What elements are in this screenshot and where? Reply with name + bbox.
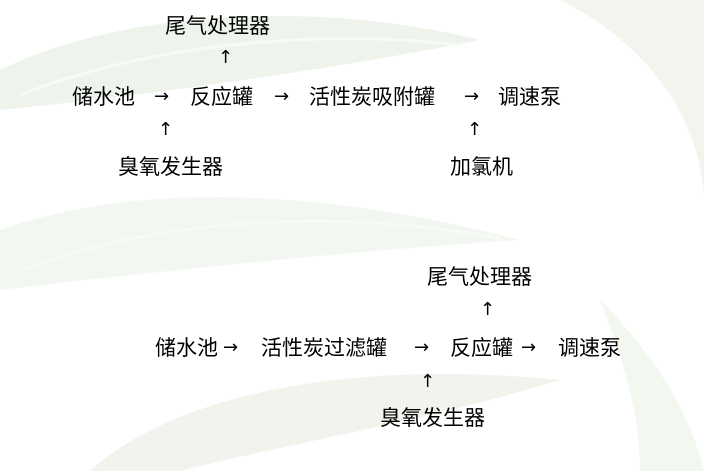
flow-a-arrow-right-3: → [464,86,480,107]
flow-b-reactor-tank: 反应罐 [450,336,513,360]
flow-a-arrow-right-2: → [274,86,290,107]
flow-b-ozone-generator: 臭氧发生器 [380,406,485,430]
flow-a-chlorinator: 加氯机 [450,155,513,179]
bg-leaf-shape [90,374,560,471]
bg-leaf-vein [19,37,461,97]
flow-b-arrow-up-ozone: ↑ [420,371,436,392]
flow-a-storage-tank: 储水池 [72,85,135,109]
flow-b-arrow-right-1: → [223,337,239,358]
flow-a-ozone-generator: 臭氧发生器 [118,155,223,179]
flow-b-arrow-right-2: → [414,337,430,358]
bg-leaf-shape [560,0,704,200]
flow-b-storage-tank: 储水池 [155,336,218,360]
flow-b-exhaust-treater: 尾气处理器 [427,265,532,289]
flow-b-arrow-right-3: → [521,337,537,358]
flow-a-arrow-up-ozone: ↑ [158,119,174,140]
flow-a-carbon-adsorption-tank: 活性炭吸附罐 [309,85,435,109]
bg-leaf-vein [19,219,501,272]
bg-leaf-shape [0,197,520,290]
flow-a-arrow-up-exhaust: ↑ [218,47,234,68]
flow-b-arrow-up-exhaust: ↑ [480,299,496,320]
flow-a-arrow-right-1: → [154,86,170,107]
flow-a-variable-speed-pump: 调速泵 [498,85,561,109]
flow-b-variable-speed-pump: 调速泵 [558,336,621,360]
flow-a-reactor-tank: 反应罐 [190,85,253,109]
flow-b-carbon-filter-tank: 活性炭过滤罐 [261,336,387,360]
flow-a-arrow-up-chlorinator: ↑ [467,119,483,140]
bg-leaf-shape [600,300,704,471]
flow-a-exhaust-treater: 尾气处理器 [165,14,270,38]
